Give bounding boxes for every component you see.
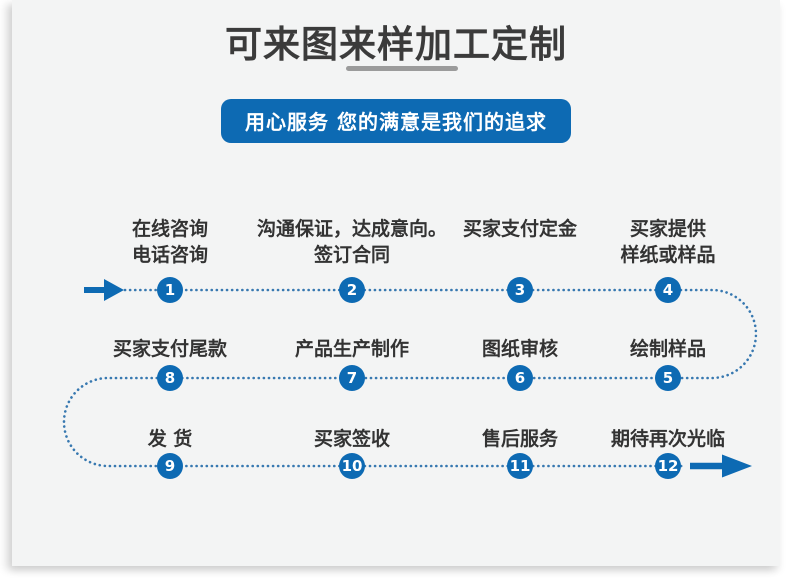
service-slogan-banner: 用心服务 您的满意是我们的追求: [221, 99, 571, 143]
step-label: 买家支付定金: [462, 218, 577, 240]
flow-step-12: 期待再次光临 12: [568, 426, 768, 479]
step-number-badge: 2: [339, 277, 365, 303]
step-label: 售后服务: [481, 428, 558, 450]
step-label: 买家支付尾款: [112, 338, 227, 360]
step-number-badge: 1: [157, 277, 183, 303]
flow-path-canvas: [62, 279, 758, 478]
step-label: 绘制样品: [629, 338, 706, 360]
flow-step-11: 售后服务 11: [420, 426, 620, 479]
promo-card: 可来图来样加工定制 用心服务 您的满意是我们的追求 在线咨询 电话咨询 1 沟通…: [12, 0, 780, 566]
step-label: 期待再次光临: [610, 428, 725, 450]
step-number-badge: 9: [157, 453, 183, 479]
start-arrow-icon: [84, 279, 124, 301]
flow-step-4: 买家提供 样纸或样品 4: [568, 216, 768, 303]
page-title: 可来图来样加工定制: [225, 23, 567, 66]
flow-step-3: 买家支付定金 3: [420, 216, 620, 303]
step-number-badge: 5: [655, 365, 681, 391]
step-number-badge: 4: [655, 277, 681, 303]
title-divider: [346, 66, 458, 71]
step-label: 在线咨询 电话咨询: [131, 218, 208, 266]
step-label: 发 货: [147, 428, 193, 450]
step-label: 买家提供 样纸或样品: [620, 218, 716, 266]
step-label: 图纸审核: [481, 338, 558, 360]
step-number-badge: 12: [655, 453, 681, 479]
banner-wrap: 用心服务 您的满意是我们的追求: [12, 99, 780, 143]
end-arrow-icon: [690, 454, 752, 478]
step-number-badge: 11: [507, 453, 533, 479]
flow-step-8: 买家支付尾款 8: [70, 336, 270, 391]
step-label: 买家签收: [313, 428, 390, 450]
flow-step-7: 产品生产制作 7: [252, 336, 452, 391]
step-number-badge: 8: [157, 365, 183, 391]
step-label: 产品生产制作: [294, 338, 409, 360]
flow-step-10: 买家签收 10: [252, 426, 452, 479]
flow-step-9: 发 货 9: [70, 426, 270, 479]
flow-step-2: 沟通保证，达成意向。 签订合同 2: [252, 216, 452, 303]
step-number-badge: 3: [507, 277, 533, 303]
step-number-badge: 7: [339, 365, 365, 391]
flow-step-1: 在线咨询 电话咨询 1: [70, 216, 270, 303]
flow-step-6: 图纸审核 6: [420, 336, 620, 391]
flow-dotted-path: [62, 288, 758, 468]
step-number-badge: 10: [339, 453, 365, 479]
step-number-badge: 6: [507, 365, 533, 391]
flow-step-5: 绘制样品 5: [568, 336, 768, 391]
step-label: 沟通保证，达成意向。 签订合同: [256, 218, 447, 266]
